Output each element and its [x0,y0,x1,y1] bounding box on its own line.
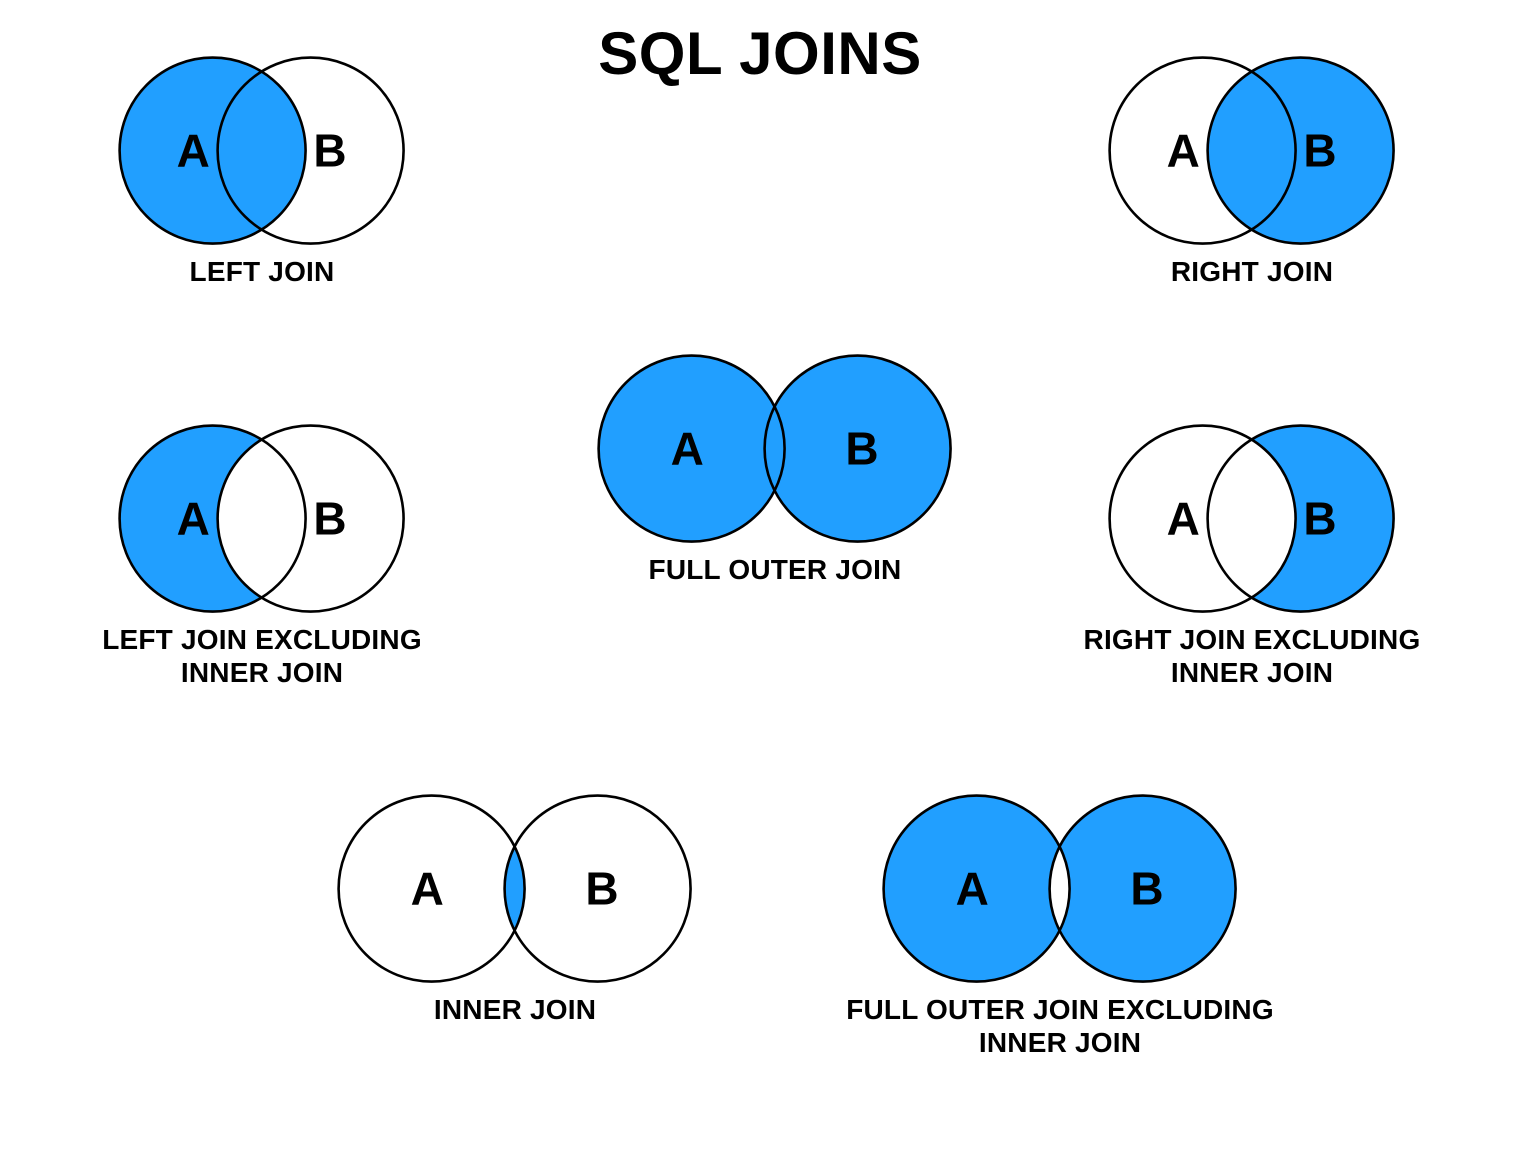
venn-outlines [118,56,406,245]
set-label-b: B [314,493,347,545]
set-label-a: A [1167,125,1200,177]
venn-caption-full-outer-join: FULL OUTER JOIN [648,554,902,586]
set-label-b: B [1304,125,1337,177]
venn-outlines [337,794,693,983]
venn-fill-region [113,418,411,620]
venn-caption-right-join: RIGHT JOIN [1170,256,1334,288]
venn-fill-region [1207,57,1394,244]
set-label-b: B [1131,863,1164,915]
venn-outlines [1108,56,1396,245]
page-title: SQL JOINS [598,20,922,87]
venn-outlines [882,794,1238,983]
set-label-a: A [177,125,210,177]
venn-caption-left-join: LEFT JOIN [189,256,335,288]
set-label-a: A [177,493,210,545]
venn-caption-full-outer-join-excluding-inner-join: FULL OUTER JOIN EXCLUDING INNER JOIN [846,994,1274,1059]
set-label-b: B [846,423,879,475]
venn-outlines [597,354,953,543]
set-label-a: A [671,423,704,475]
venn-fill-region [877,788,1243,990]
set-label-b: B [586,863,619,915]
venn-outlines [1108,424,1396,613]
set-label-b: B [1304,493,1337,545]
venn-caption-left-join-excluding-inner-join: LEFT JOIN EXCLUDING INNER JOIN [102,624,422,689]
venn-fill-region [598,355,951,542]
venn-caption-inner-join: INNER JOIN [433,994,597,1026]
venn-fill-region [119,57,306,244]
venn-fill-region [1103,418,1401,620]
set-label-a: A [411,863,444,915]
set-label-a: A [1167,493,1200,545]
venn-outlines [118,424,406,613]
set-label-a: A [956,863,989,915]
set-label-b: B [314,125,347,177]
venn-caption-right-join-excluding-inner-join: RIGHT JOIN EXCLUDING INNER JOIN [1083,624,1421,689]
